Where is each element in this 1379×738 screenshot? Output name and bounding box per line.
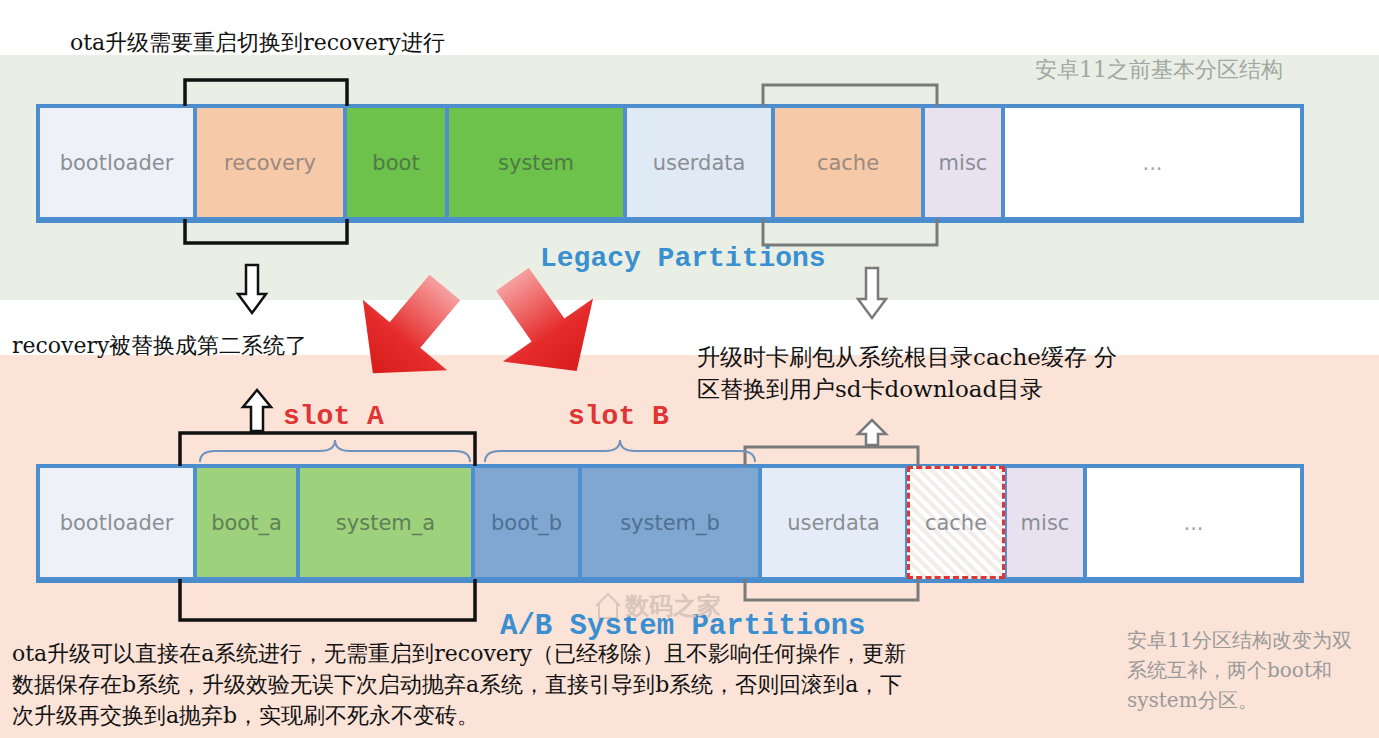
- partition-name: ...: [1142, 151, 1162, 175]
- partition-box: boot: [345, 106, 447, 219]
- callout-frame: [185, 80, 347, 243]
- annotation: recovery被替换成第二系统了: [12, 331, 308, 361]
- partition-name: boot_a: [211, 511, 282, 535]
- partition-box: bootloader: [38, 466, 195, 579]
- partition-name: system: [498, 151, 574, 175]
- partition-box: misc: [923, 106, 1003, 219]
- partition-box: boot_a: [195, 466, 298, 579]
- partition-box: bootloader: [38, 106, 195, 219]
- ab-bar-frame: [38, 466, 1302, 581]
- hollow-arrow: [858, 268, 886, 318]
- partition-box: system: [447, 106, 625, 219]
- slot-label: slot A: [283, 401, 384, 432]
- partition-box: cache: [773, 106, 923, 219]
- red-arrow: [331, 252, 487, 409]
- callout-frame: [180, 433, 475, 620]
- partition-name: boot_b: [491, 511, 562, 535]
- partition-name: system_b: [620, 511, 720, 535]
- partition-box: recovery: [195, 106, 345, 219]
- annotation: ota升级需要重启切换到recovery进行: [70, 28, 445, 58]
- partition-name: cache: [817, 151, 879, 175]
- partition-box: cache: [907, 466, 1005, 579]
- callout-frame: [763, 85, 937, 245]
- panel-heading: Legacy Partitions: [540, 243, 826, 274]
- annotation: ota升级可以直接在a系统进行，无需重启到recovery（已经移除）且不影响任…: [12, 638, 924, 731]
- partition-name: bootloader: [60, 151, 174, 175]
- panel-note: 安卓11分区结构改变为双系统互补，两个boot和system分区。: [1127, 625, 1367, 715]
- partition-panel: 安卓11之前基本分区结构 Legacy Partitions bootloader r…: [0, 55, 1379, 300]
- partition-box: userdata: [760, 466, 907, 579]
- partition-box: system_b: [580, 466, 760, 579]
- partition-box: userdata: [625, 106, 773, 219]
- panel-title: 安卓11之前基本分区结构: [1035, 55, 1283, 85]
- partition-name: recovery: [224, 151, 316, 175]
- partition-box: misc: [1005, 466, 1085, 579]
- partition-box: boot_b: [473, 466, 580, 579]
- slot-brace: [485, 440, 755, 462]
- partition-name: cache: [925, 511, 987, 535]
- hollow-arrow: [243, 390, 271, 431]
- partition-name: system_a: [336, 511, 435, 535]
- partition-name: misc: [939, 151, 988, 175]
- slot-label: slot B: [568, 401, 669, 432]
- partition-box: ...: [1085, 466, 1302, 579]
- hollow-arrow: [858, 420, 886, 445]
- partition-name: misc: [1021, 511, 1070, 535]
- partition-box: ...: [1003, 106, 1302, 219]
- hollow-arrow: [238, 265, 266, 313]
- annotation: 升级时卡刷包从系统根目录cache缓存 分区替换到用户sd卡download目录: [697, 341, 1122, 405]
- watermark: 数码之家: [625, 590, 721, 622]
- partition-box: system_a: [298, 466, 473, 579]
- partition-name: userdata: [787, 511, 880, 535]
- callout-frame: [745, 447, 918, 600]
- partition-name: boot: [372, 151, 419, 175]
- ab-ground: [0, 355, 1379, 738]
- partition-name: userdata: [653, 151, 746, 175]
- partition-name: ...: [1183, 511, 1203, 535]
- legacy-bar-frame: [38, 106, 1302, 221]
- partition-name: bootloader: [60, 511, 174, 535]
- legacy-ground: [0, 55, 1379, 300]
- slot-brace: [200, 440, 470, 462]
